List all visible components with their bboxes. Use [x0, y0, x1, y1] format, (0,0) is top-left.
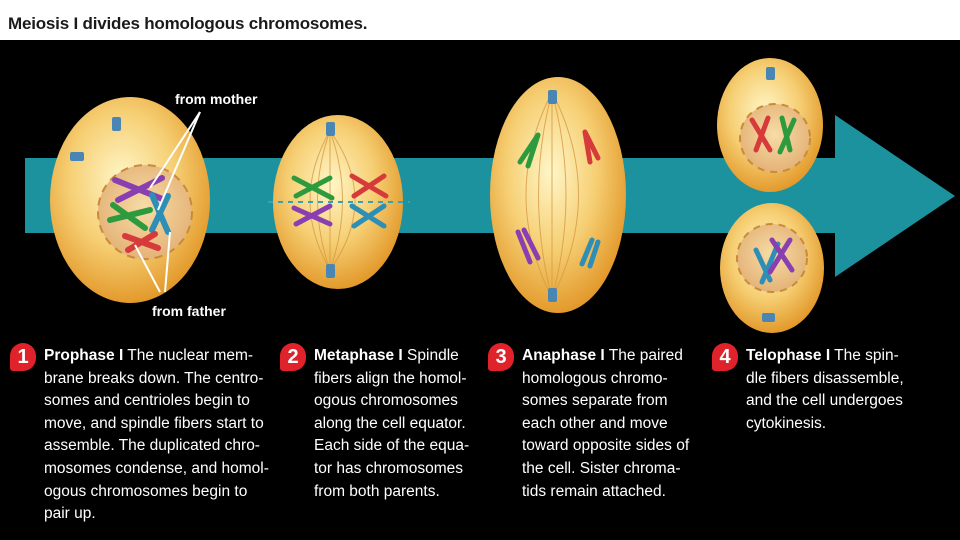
centriole-icon	[548, 288, 557, 302]
label-from-mother: from mother	[175, 91, 258, 107]
step-text: Prophase I The nuclear mem- brane breaks…	[44, 347, 269, 523]
step-anaphase: 3 Anaphase I The paired homologous chrom…	[488, 343, 708, 503]
label-pointers	[134, 111, 201, 293]
telophase-cell-bottom	[720, 203, 824, 333]
prophase-cell	[50, 97, 210, 303]
step-number-badge: 1	[10, 343, 36, 371]
centriole-icon	[548, 90, 557, 104]
diagram-title: Meiosis I divides homologous chromosomes…	[8, 14, 368, 33]
step-number-badge: 4	[712, 343, 738, 371]
progress-arrow	[25, 115, 955, 277]
centriole-icon	[326, 122, 335, 136]
step-telophase: 4 Telophase I The spin- dle fibers disas…	[712, 343, 952, 435]
phase-name: Telophase I	[746, 347, 831, 364]
step-text: Telophase I The spin- dle fibers disasse…	[746, 347, 904, 432]
step-prophase: 1 Prophase I The nuclear mem- brane brea…	[10, 343, 300, 526]
metaphase-cell	[268, 115, 410, 289]
step-number-badge: 2	[280, 343, 306, 371]
centriole-icon	[70, 152, 84, 161]
centriole-icon	[326, 264, 335, 278]
phase-name: Prophase I	[44, 347, 124, 364]
step-number-badge: 3	[488, 343, 514, 371]
anaphase-cell	[490, 77, 626, 313]
centriole-icon	[112, 117, 121, 131]
centriole-icon	[762, 313, 775, 322]
telophase-cell-top	[717, 58, 823, 192]
centriole-icon	[766, 67, 775, 80]
title-bar: Meiosis I divides homologous chromosomes…	[0, 0, 960, 40]
step-text: Metaphase I Spindle fibers align the hom…	[314, 347, 470, 500]
phase-name: Metaphase I	[314, 347, 403, 364]
step-text: Anaphase I The paired homologous chromo-…	[522, 347, 690, 500]
step-metaphase: 2 Metaphase I Spindle fibers align the h…	[280, 343, 490, 503]
phase-name: Anaphase I	[522, 347, 605, 364]
label-from-father: from father	[152, 303, 226, 319]
